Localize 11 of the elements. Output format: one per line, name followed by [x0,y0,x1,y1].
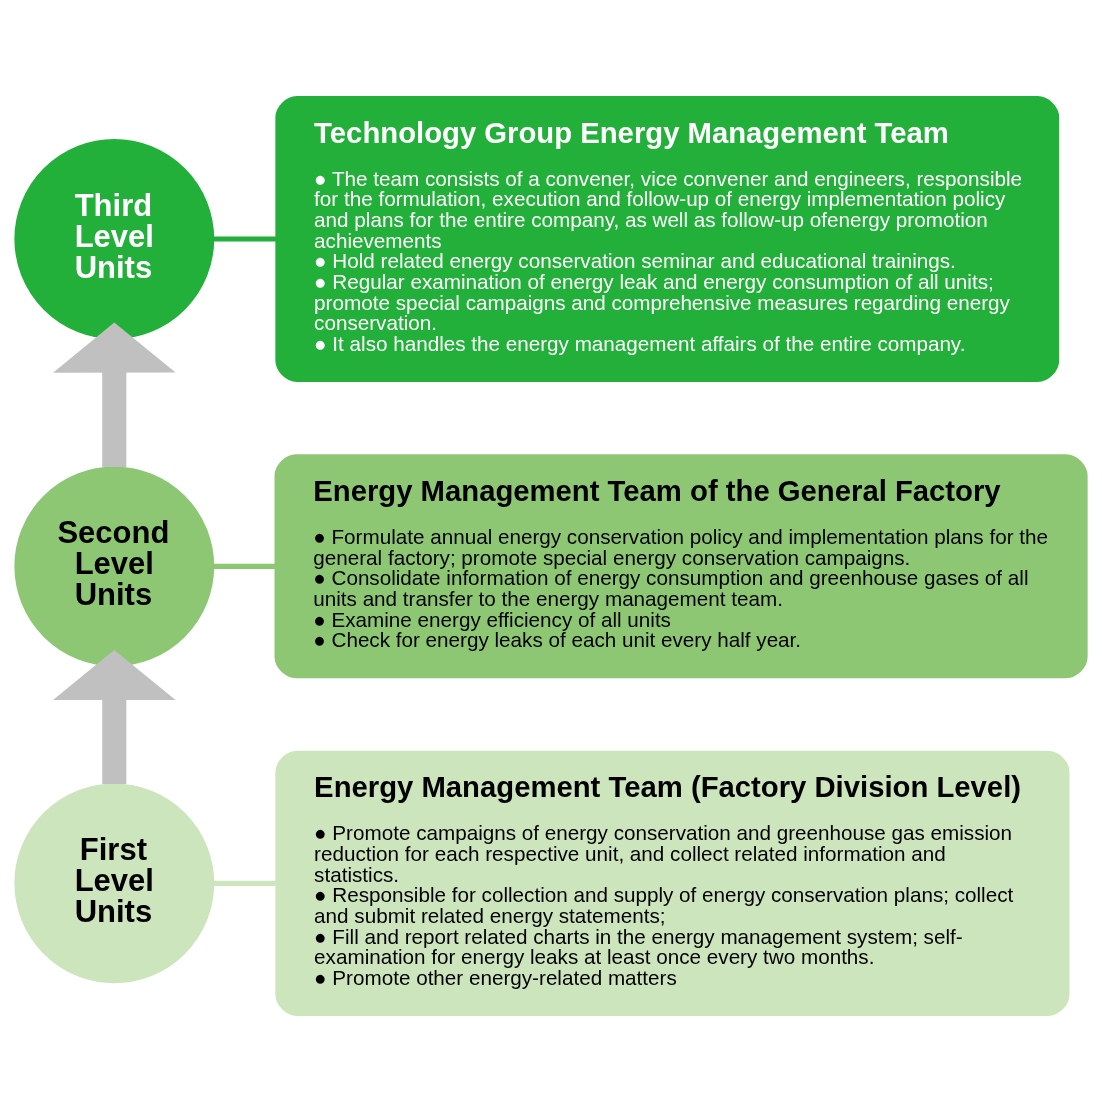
connector [213,236,277,242]
arrow [53,649,176,785]
connector [213,563,275,569]
node-box: Energy Management Team (Factory Division Level) ● Promote campaigns of energy conservation and greenhouse gas emission reduction for each respective unit, and collect related information and statistics. ● Responsible for collection and supply of energy conservation plans; collect and submit related energy statements; ● Fill and report related charts in the energy management system; self-examination for energy leaks at least once every two months. ● Promote other energy-related matters [275,750,1070,1016]
arrow [53,322,176,467]
node-box: Technology Group Energy Management Team ● The team consists of a convener, vice convener and engineers, responsible for the formulation, execution and follow-up of energy implementation policy and plans for the entire company, as well as follow-up ofenergy promotion achievements ● Hold related energy conservation seminar and educational trainings. ● Regular examination of energy leak and energy consumption of all units; promote special campaigns and comprehensive measures regarding energy conservation. ● It also handles the energy management affairs of the entire company. [275,96,1060,382]
node-circle: Second Level Units [14,466,215,667]
node-box: Energy Management Team of the General Factory ● Formulate annual energy conservation policy and implementation plans for the general factory; promote special energy conservation campaigns. ● Consolidate information of energy consumption and greenhouse gases of all units and transfer to the energy management team. ● Examine energy efficiency of all units ● Check for energy leaks of each unit every half year. [274,454,1088,679]
node-circle: Third Level Units [14,139,215,339]
connector [213,880,276,886]
node-circle: First Level Units [14,783,215,984]
